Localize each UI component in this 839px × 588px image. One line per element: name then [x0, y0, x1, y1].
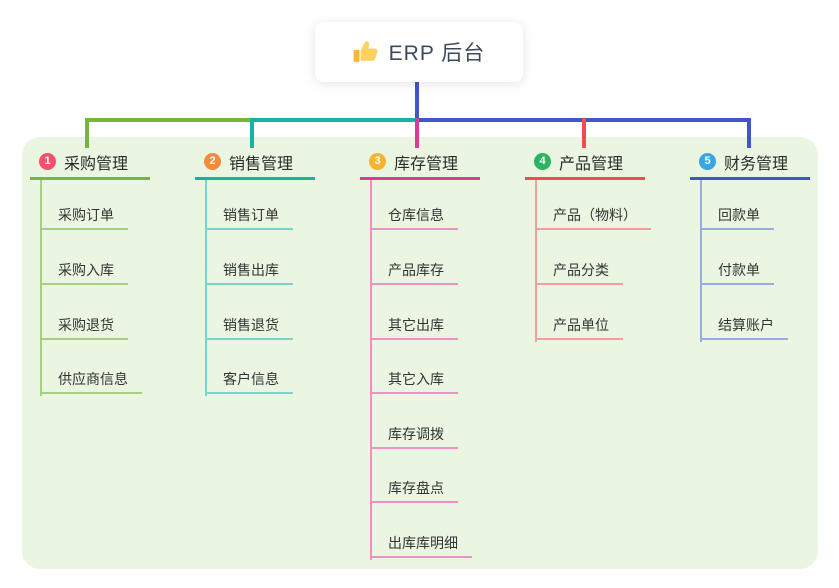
drop-connector-inventory: [415, 118, 419, 148]
child-node[interactable]: 仓库信息: [370, 200, 458, 230]
branch-child-line: [40, 180, 42, 396]
branch-label: 库存管理: [394, 155, 459, 173]
root-node[interactable]: ERP 后台: [315, 22, 523, 82]
child-node[interactable]: 销售退货: [205, 310, 293, 340]
drop-connector-product: [582, 118, 586, 148]
root-stem-connector: [415, 82, 419, 122]
badge-1-icon: 1: [39, 153, 56, 170]
bus-segment-sales: [252, 118, 419, 122]
child-node[interactable]: 库存调拨: [370, 419, 458, 449]
child-node[interactable]: 销售出库: [205, 255, 293, 285]
branch-label: 采购管理: [64, 155, 129, 173]
badge-2-icon: 2: [204, 153, 221, 170]
branch-header-inventory[interactable]: 3 库存管理: [360, 146, 480, 180]
branch-child-line: [370, 180, 372, 560]
child-node[interactable]: 其它出库: [370, 310, 458, 340]
badge-5-icon: 5: [699, 153, 716, 170]
child-node[interactable]: 结算账户: [700, 310, 788, 340]
child-node[interactable]: 产品库存: [370, 255, 458, 285]
child-node[interactable]: 产品分类: [535, 255, 623, 285]
badge-4-icon: 4: [534, 153, 551, 170]
root-title: ERP 后台: [388, 42, 486, 65]
branch-header-purchase[interactable]: 1 采购管理: [30, 146, 150, 180]
child-node[interactable]: 客户信息: [205, 364, 293, 394]
child-node[interactable]: 其它入库: [370, 364, 458, 394]
drop-connector-purchase: [85, 118, 89, 148]
child-node[interactable]: 库存盘点: [370, 473, 458, 503]
thumbs-up-icon: [353, 41, 378, 62]
child-node[interactable]: 付款单: [700, 255, 774, 285]
branches-panel: [22, 137, 818, 569]
branch-label: 财务管理: [724, 155, 789, 173]
branch-purchase: 1 采购管理 采购订单 采购入库 采购退货 供应商信息: [30, 0, 190, 588]
child-node[interactable]: 采购入库: [40, 255, 128, 285]
branch-label: 销售管理: [229, 155, 294, 173]
branch-product: 4 产品管理 产品（物料） 产品分类 产品单位: [525, 0, 685, 588]
branch-inventory: 3 库存管理 仓库信息 产品库存 其它出库 其它入库 库存调拨 库存盘点 出库库…: [360, 0, 520, 588]
child-node[interactable]: 出库库明细: [370, 528, 472, 558]
child-node[interactable]: 产品单位: [535, 310, 623, 340]
branch-child-line: [205, 180, 207, 396]
badge-3-icon: 3: [369, 153, 386, 170]
bus-segment-purchase: [85, 118, 252, 122]
branch-sales: 2 销售管理 销售订单 销售出库 销售退货 客户信息: [195, 0, 355, 588]
branch-header-finance[interactable]: 5 财务管理: [690, 146, 810, 180]
child-node[interactable]: 回款单: [700, 200, 774, 230]
drop-connector-finance: [747, 118, 751, 148]
branch-header-product[interactable]: 4 产品管理: [525, 146, 645, 180]
branch-child-line: [700, 180, 702, 342]
child-node[interactable]: 采购退货: [40, 310, 128, 340]
child-node[interactable]: 供应商信息: [40, 364, 142, 394]
child-node[interactable]: 产品（物料）: [535, 200, 651, 230]
branch-label: 产品管理: [559, 155, 624, 173]
branch-header-sales[interactable]: 2 销售管理: [195, 146, 315, 180]
drop-connector-sales: [250, 118, 254, 148]
branch-child-line: [535, 180, 537, 342]
child-node[interactable]: 采购订单: [40, 200, 128, 230]
child-node[interactable]: 销售订单: [205, 200, 293, 230]
branch-finance: 5 财务管理 回款单 付款单 结算账户: [690, 0, 839, 588]
